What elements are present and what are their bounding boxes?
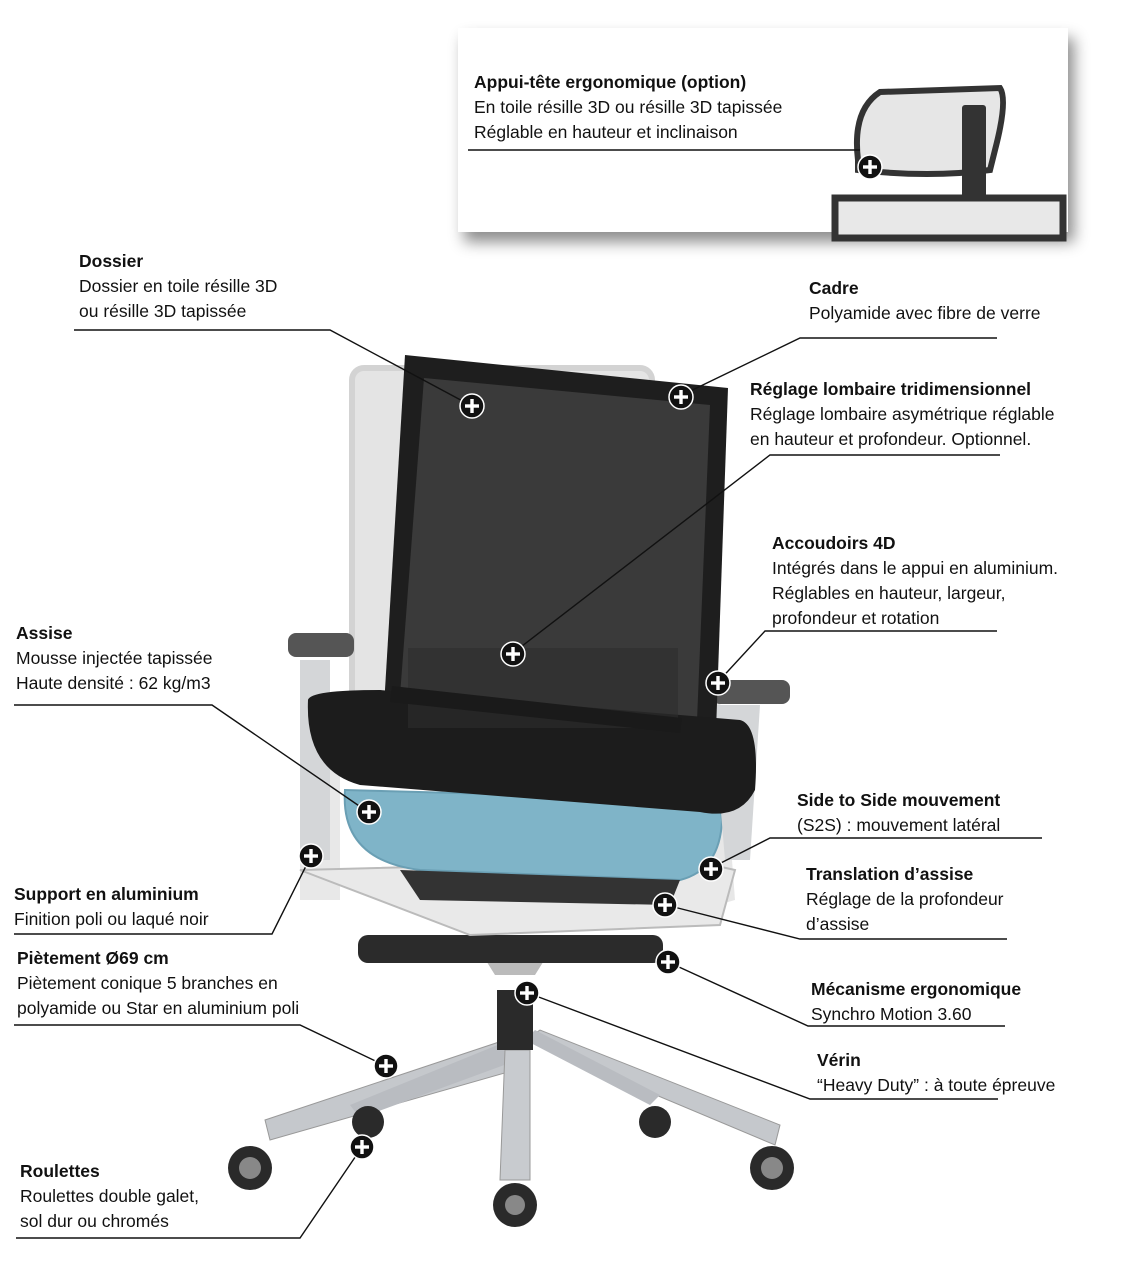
- callout-title: Accoudoirs 4D: [772, 533, 896, 553]
- callout-label: Accoudoirs 4D Intégrés dans le appui en a…: [772, 531, 1058, 631]
- leader-line: [679, 337, 997, 397]
- plus-circle-icon[interactable]: [356, 799, 382, 825]
- plus-circle-icon[interactable]: [668, 384, 694, 410]
- callout-description: Synchro Motion 3.60: [811, 1004, 972, 1024]
- plus-circle-icon[interactable]: [298, 843, 324, 869]
- callout-description: Finition poli ou laqué noir: [14, 909, 209, 929]
- callout-title: Side to Side mouvement: [797, 790, 1001, 810]
- plus-circle-icon[interactable]: [459, 393, 485, 419]
- callout-title: Mécanisme ergonomique: [811, 979, 1022, 999]
- callout-description: En toile résille 3D ou résille 3D tapiss…: [474, 97, 783, 117]
- markers: [298, 154, 883, 1160]
- callout-title: Appui-tête ergonomique (option): [474, 72, 747, 92]
- plus-circle-icon[interactable]: [373, 1053, 399, 1079]
- callout-title: Cadre: [809, 278, 859, 298]
- seat-cushion: [343, 788, 724, 882]
- callout-description: Haute densité : 62 kg/m3: [16, 673, 211, 693]
- headrest-illustration: [831, 84, 1067, 242]
- callout-description: Roulettes double galet,: [20, 1186, 200, 1206]
- leader-line: [527, 992, 998, 1100]
- callout-description: sol dur ou chromés: [20, 1211, 169, 1231]
- callout-title: Vérin: [817, 1050, 861, 1070]
- callout-description: Dossier en toile résille 3D: [79, 276, 278, 296]
- callout-description: profondeur et rotation: [772, 608, 940, 628]
- leader-line: [74, 329, 471, 406]
- callout-description: Mousse injectée tapissée: [16, 648, 213, 668]
- plus-circle-icon[interactable]: [652, 892, 678, 918]
- leader-line: [14, 855, 312, 935]
- callout-description: polyamide ou Star en aluminium poli: [17, 998, 300, 1018]
- callout-description: (S2S) : mouvement latéral: [797, 815, 1001, 835]
- plus-circle-icon[interactable]: [705, 670, 731, 696]
- leader-line: [512, 454, 1000, 654]
- callout-description: ou résille 3D tapissée: [79, 301, 247, 321]
- callout-label: Piètement Ø69 cm Piètement conique 5 bran…: [17, 946, 299, 1021]
- callout-label: Appui-tête ergonomique (option) En toile …: [474, 70, 782, 145]
- leader-line: [710, 837, 1042, 869]
- callout-description: d’assise: [806, 914, 870, 934]
- plus-circle-icon[interactable]: [698, 856, 724, 882]
- leader-line: [716, 630, 997, 684]
- plus-circle-icon[interactable]: [500, 641, 526, 667]
- callout-title: Assise: [16, 623, 73, 643]
- leader-line: [14, 1024, 387, 1067]
- chair-base: [228, 935, 794, 1227]
- leader-lines: [14, 149, 1042, 1239]
- plus-circle-icon[interactable]: [655, 949, 681, 975]
- plus-circle-icon[interactable]: [349, 1134, 375, 1160]
- callout-description: Réglables en hauteur, largeur,: [772, 583, 1006, 603]
- callout-description: Intégrés dans le appui en aluminium.: [772, 558, 1059, 578]
- leader-line: [667, 961, 1005, 1027]
- callout-description: Réglage lombaire asymétrique réglable: [750, 404, 1055, 424]
- callout-description: en hauteur et profondeur. Optionnel.: [750, 429, 1032, 449]
- mechanism-lever: [358, 935, 663, 963]
- callout-label: Vérin “Heavy Duty” : à toute épreuve: [817, 1048, 1055, 1098]
- callout-title: Translation d’assise: [806, 864, 974, 884]
- callout-title: Roulettes: [20, 1161, 100, 1181]
- plus-circle-icon[interactable]: [514, 980, 540, 1006]
- leader-line: [16, 1146, 363, 1239]
- callout-description: Polyamide avec fibre de verre: [809, 303, 1041, 323]
- callout-title: Dossier: [79, 251, 144, 271]
- callout-title: Réglage lombaire tridimensionnel: [750, 379, 1032, 399]
- callout-description: Piètement conique 5 branches en: [17, 973, 278, 993]
- leader-line: [14, 704, 369, 813]
- chair-illustration: [228, 84, 1067, 1227]
- callout-description: Réglable en hauteur et inclinaison: [474, 122, 738, 142]
- callout-title: Support en aluminium: [14, 884, 199, 904]
- callout-description: Réglage de la profondeur: [806, 889, 1004, 909]
- callout-label: Side to Side mouvement (S2S) : mouvement …: [797, 788, 1000, 838]
- plus-circle-icon[interactable]: [857, 154, 883, 180]
- callout-description: “Heavy Duty” : à toute épreuve: [817, 1075, 1056, 1095]
- leader-line: [665, 904, 1007, 940]
- callout-title: Piètement Ø69 cm: [17, 948, 169, 968]
